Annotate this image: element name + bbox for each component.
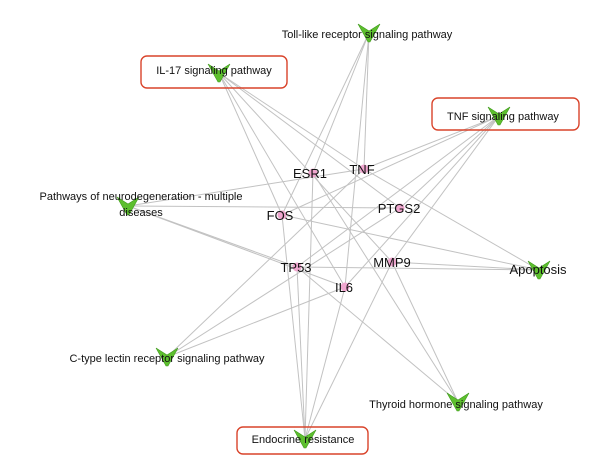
edge-il17-tnf <box>218 72 365 170</box>
gene-node-mmp9[interactable] <box>387 257 397 267</box>
edge-thyroid-tp53 <box>296 266 459 403</box>
edge-il17-il6 <box>218 72 346 288</box>
pathway-label-toll: Toll-like receptor signaling pathway <box>282 29 453 41</box>
pathway-label-line: Endocrine resistance <box>252 434 355 446</box>
pathway-label-line: Pathways of neurodegeneration - multiple <box>39 191 242 203</box>
edge-tnfpath-il6 <box>344 115 500 288</box>
pathway-label-line: Apoptosis <box>509 262 567 277</box>
pathway-label-endocrine: Endocrine resistance <box>252 434 355 446</box>
pathway-nodes-layer <box>116 23 551 449</box>
gene-node-ptgs2[interactable] <box>395 203 405 213</box>
gene-nodes-layer <box>277 164 405 292</box>
gene-label-tnf: TNF <box>349 162 374 177</box>
pathway-label-line: Thyroid hormone signaling pathway <box>369 399 543 411</box>
edge-endocrine-tp53 <box>296 266 306 440</box>
edge-endocrine-fos <box>281 214 306 440</box>
edge-neuro-ptgs2 <box>127 205 401 209</box>
gene-label-ptgs2: PTGS2 <box>378 201 421 216</box>
edge-apoptosis-tp53 <box>296 266 540 271</box>
edge-endocrine-il6 <box>304 286 346 440</box>
edge-tnfpath-tnf <box>363 115 500 170</box>
edge-apoptosis-fos <box>281 214 540 271</box>
pathway-node-neuro[interactable] <box>116 196 140 216</box>
pathway-node-il17[interactable] <box>207 63 231 83</box>
gene-label-il6: IL6 <box>335 280 353 295</box>
highlight-boxes-layer <box>140 55 580 455</box>
gene-node-esr1[interactable] <box>308 168 318 178</box>
gene-node-tp53[interactable] <box>292 262 302 272</box>
edge-endocrine-mmp9 <box>304 261 393 440</box>
gene-label-fos: FOS <box>267 208 294 223</box>
edge-ctype-il6 <box>166 286 346 358</box>
edge-toll-tnf <box>363 32 370 170</box>
edge-tnfpath-mmp9 <box>391 115 500 263</box>
labels-layer: Toll-like receptor signaling pathwayIL-1… <box>39 29 567 446</box>
edge-thyroid-esr1 <box>312 172 459 403</box>
gene-node-il6[interactable] <box>340 282 350 292</box>
gene-label-tp53: TP53 <box>280 260 311 275</box>
pathway-label-line: TNF signaling pathway <box>447 111 559 123</box>
edge-toll-esr1 <box>312 32 370 174</box>
edge-thyroid-mmp9 <box>391 261 459 403</box>
highlight-box-tnfpath <box>431 97 580 131</box>
pathway-label-thyroid: Thyroid hormone signaling pathway <box>369 399 543 411</box>
pathway-label-neuro: Pathways of neurodegeneration - multiple… <box>39 191 242 219</box>
highlight-box-endocrine <box>236 426 369 455</box>
edge-apoptosis-mmp9 <box>391 261 540 271</box>
pathway-node-thyroid[interactable] <box>446 392 470 412</box>
edges-layer <box>127 32 540 440</box>
edge-il17-fos <box>218 72 283 216</box>
pathway-label-line: IL-17 signaling pathway <box>156 65 272 77</box>
pathway-node-ctype[interactable] <box>155 347 179 367</box>
pathway-label-line: Toll-like receptor signaling pathway <box>282 29 453 41</box>
pathway-label-ctype: C-type lectin receptor signaling pathway <box>69 353 265 365</box>
pathway-node-tnfpath[interactable] <box>487 106 511 126</box>
edge-tnfpath-ptgs2 <box>399 115 500 209</box>
edge-ctype-tnf <box>166 168 365 358</box>
gene-label-mmp9: MMP9 <box>373 255 411 270</box>
highlight-box-il17 <box>140 55 288 89</box>
edge-endocrine-esr1 <box>304 172 314 440</box>
pathway-label-tnfpath: TNF signaling pathway <box>447 111 559 123</box>
edge-il17-mmp9 <box>218 72 393 263</box>
pathway-node-toll[interactable] <box>357 23 381 43</box>
edge-tnfpath-fos <box>281 115 500 216</box>
edge-neuro-tnf <box>127 168 365 207</box>
edge-toll-fos <box>281 32 370 216</box>
pathway-node-apoptosis[interactable] <box>527 260 551 280</box>
edge-toll-il6 <box>344 32 370 288</box>
edge-neuro-il6 <box>127 205 346 288</box>
gene-label-esr1: ESR1 <box>293 166 327 181</box>
gene-node-tnf[interactable] <box>359 164 369 174</box>
edge-tnfpath-tp53 <box>296 115 500 268</box>
pathway-label-line: C-type lectin receptor signaling pathway <box>69 353 265 365</box>
pathway-label-apoptosis: Apoptosis <box>509 262 567 277</box>
edge-ctype-ptgs2 <box>166 207 401 358</box>
pathway-label-line: diseases <box>119 207 163 219</box>
edge-il17-ptgs2 <box>218 72 401 209</box>
pathway-node-endocrine[interactable] <box>293 429 317 449</box>
gene-node-fos[interactable] <box>277 210 287 220</box>
edge-apoptosis-tnf <box>363 168 540 271</box>
pathway-label-il17: IL-17 signaling pathway <box>156 65 272 77</box>
